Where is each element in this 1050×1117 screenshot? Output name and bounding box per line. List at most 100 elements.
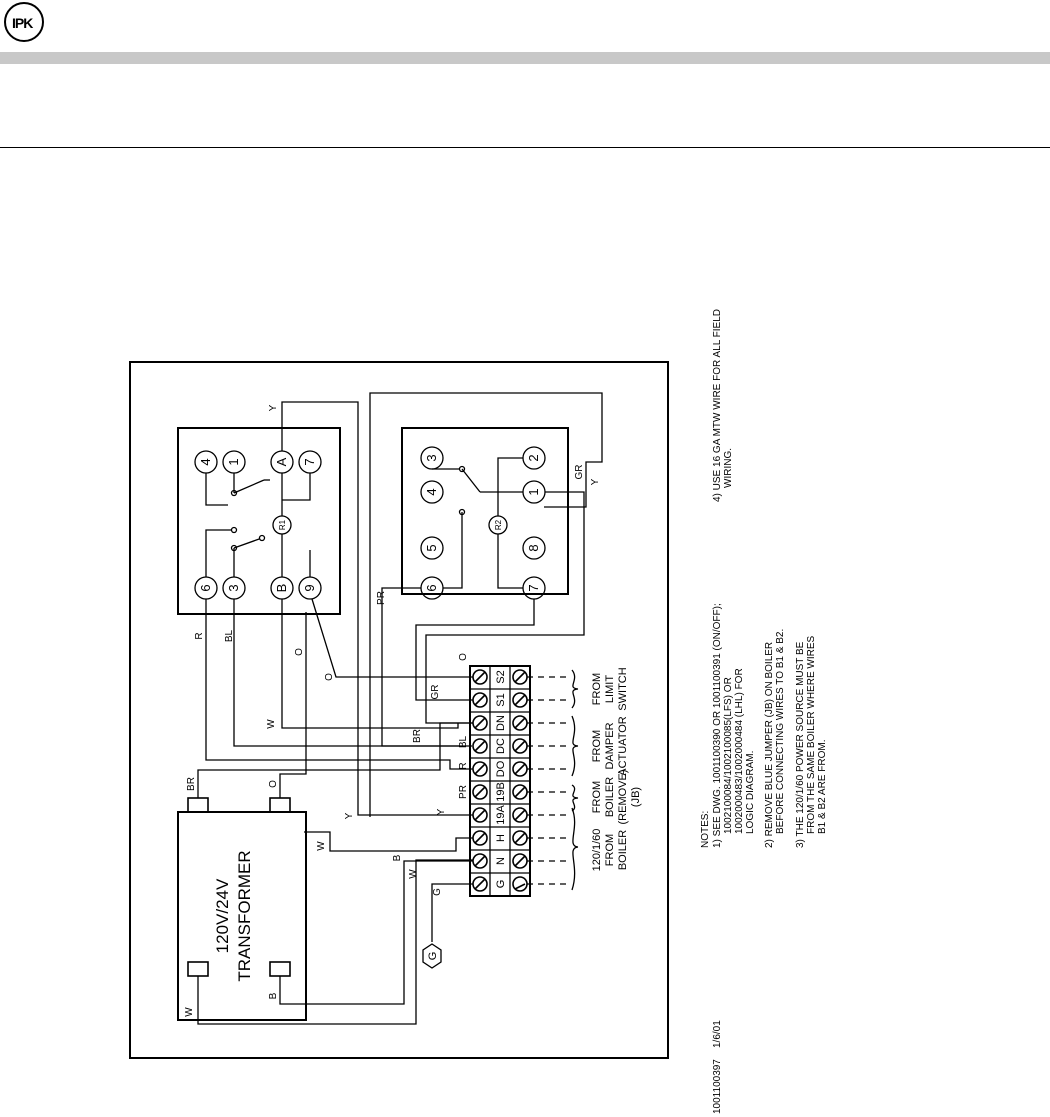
note-line: FROM THE SAME BOILER WHERE WIRES xyxy=(806,636,817,834)
note-line: LOGIC DIAGRAM. xyxy=(745,751,756,834)
relay1-box xyxy=(177,427,341,615)
wire-label: R xyxy=(458,762,469,769)
relay1-terminal: 4 xyxy=(198,458,213,465)
note-line: 1) SEE DWG. 1001100390 OR 1001100391 (ON… xyxy=(712,603,723,848)
wire-label: W xyxy=(316,841,327,851)
wire-label: B xyxy=(268,992,279,999)
relay1-terminal: 3 xyxy=(226,584,241,591)
source-boiler-jumper: FROM BOILER (REMOVE) (JB) xyxy=(591,770,642,825)
wire-label: G xyxy=(432,888,443,896)
note-line: BEFORE CONNECTING WIRES TO B1 & B2. xyxy=(775,629,786,834)
relay1-terminal: A xyxy=(274,457,289,466)
header-band xyxy=(0,52,1050,64)
source-label: BOILER xyxy=(604,777,616,817)
source-label: 120/1/60 xyxy=(591,829,603,872)
wire-label: O xyxy=(458,653,469,661)
relay2-box xyxy=(401,427,569,595)
relay2-terminal: 4 xyxy=(424,488,439,495)
wire-label: GR xyxy=(430,685,441,700)
wire-label: PR xyxy=(376,591,387,605)
note-line: 1002100084/1002100085(LFS) OR xyxy=(723,677,734,834)
relay2-terminal: 7 xyxy=(526,584,541,591)
relay2-coil-label: R2 xyxy=(494,519,503,530)
note-line: 3) THE 120/1/60 POWER SOURCE MUST BE xyxy=(795,641,806,848)
relay1-terminal: 6 xyxy=(198,584,213,591)
note-line: 1002000483/1002000484 (LHL) FOR xyxy=(734,668,745,834)
wire-label: GR xyxy=(574,465,585,480)
source-label: SWITCH xyxy=(617,667,629,710)
source-label: LIMIT xyxy=(604,675,616,703)
strip-terminal-label: DC xyxy=(495,738,507,754)
wire-label: PR xyxy=(458,785,469,799)
relay1-terminal: 7 xyxy=(302,458,317,465)
relay2-terminal: 2 xyxy=(526,454,541,461)
source-label: (JB) xyxy=(630,787,642,807)
wire-label: Y xyxy=(344,812,355,819)
wire-label: BR xyxy=(412,729,423,743)
strip-terminal-label: 19B xyxy=(495,782,507,802)
wire-label: O xyxy=(294,648,305,656)
strip-terminal-label: 19A xyxy=(495,805,507,825)
source-label: FROM xyxy=(591,730,603,762)
notes-heading: NOTES: xyxy=(700,811,711,848)
ground-label: G xyxy=(427,952,439,961)
strip-terminal-label: S1 xyxy=(495,693,507,706)
source-label: (REMOVE) xyxy=(617,770,629,825)
wire-label: R xyxy=(194,632,205,639)
relay1-coil-label: R1 xyxy=(278,519,287,530)
strip-terminal-label: G xyxy=(495,880,507,889)
drawing-number: 1001100397 xyxy=(712,1059,723,1114)
strip-terminal-label: H xyxy=(495,834,507,842)
relay1-terminal: 1 xyxy=(226,458,241,465)
wire-label: Y xyxy=(436,808,447,815)
relay1-terminal: B xyxy=(274,584,289,593)
relay2-terminal: 6 xyxy=(424,584,439,591)
source-label: FROM xyxy=(591,781,603,813)
relay1-terminal: 9 xyxy=(302,584,317,591)
wire-label: Y xyxy=(590,478,601,485)
source-boiler-power: 120/1/60 FROM BOILER xyxy=(591,829,629,872)
wire-label: O xyxy=(324,673,335,681)
transformer-label-line1: 120V/24V xyxy=(213,878,232,953)
transformer-lug xyxy=(269,961,291,977)
header-rule xyxy=(0,147,1050,148)
strip-terminal-label: N xyxy=(495,857,507,865)
diagram-frame xyxy=(129,361,669,1059)
relay2-terminal: 5 xyxy=(424,544,439,551)
relay2-terminal: 3 xyxy=(424,454,439,461)
strip-terminal-label: DO xyxy=(495,760,507,777)
wire-label: Y xyxy=(268,404,279,411)
wire-label: W xyxy=(184,1007,195,1017)
wire-label: BL xyxy=(224,629,235,642)
source-label: FROM xyxy=(591,673,603,705)
source-damper-actuator: FROM DAMPER ACTUATOR xyxy=(591,716,629,776)
company-logo: IPK xyxy=(4,2,44,42)
wire-label: W xyxy=(408,869,419,879)
wire-label: O xyxy=(268,780,279,788)
note-line: WIRING. xyxy=(723,448,734,488)
transformer-lug xyxy=(187,961,209,977)
note-line: B1 & B2 ARE FROM. xyxy=(817,740,828,834)
transformer-label-line2: TRANSFORMER xyxy=(235,850,254,981)
transformer-box xyxy=(177,811,307,1021)
strip-terminal-label: DN xyxy=(495,715,507,731)
transformer-lug xyxy=(269,797,291,813)
wire-label: B xyxy=(392,854,403,861)
wire-label: BR xyxy=(186,777,197,791)
wire-label: W xyxy=(266,719,277,729)
source-label: DAMPER xyxy=(604,722,616,769)
notes-block: NOTES: 1) SEE DWG. 1001100390 OR 1001100… xyxy=(700,309,828,848)
wire-label: BL xyxy=(458,735,469,748)
note-line: 4) USE 16 GA MTW WIRE FOR ALL FIELD xyxy=(712,309,723,502)
source-label: BOILER xyxy=(617,830,629,870)
source-label: FROM xyxy=(604,834,616,866)
source-limit-switch: FROM LIMIT SWITCH xyxy=(591,667,629,710)
logo-text: IPK xyxy=(12,15,33,31)
relay2-terminal: 8 xyxy=(526,544,541,551)
ground-symbol xyxy=(422,943,442,969)
relay2-terminal: 1 xyxy=(526,488,541,495)
source-label: ACTUATOR xyxy=(617,716,629,776)
drawing-date: 1/6/01 xyxy=(712,1020,723,1048)
strip-terminal-label: S2 xyxy=(495,670,507,683)
